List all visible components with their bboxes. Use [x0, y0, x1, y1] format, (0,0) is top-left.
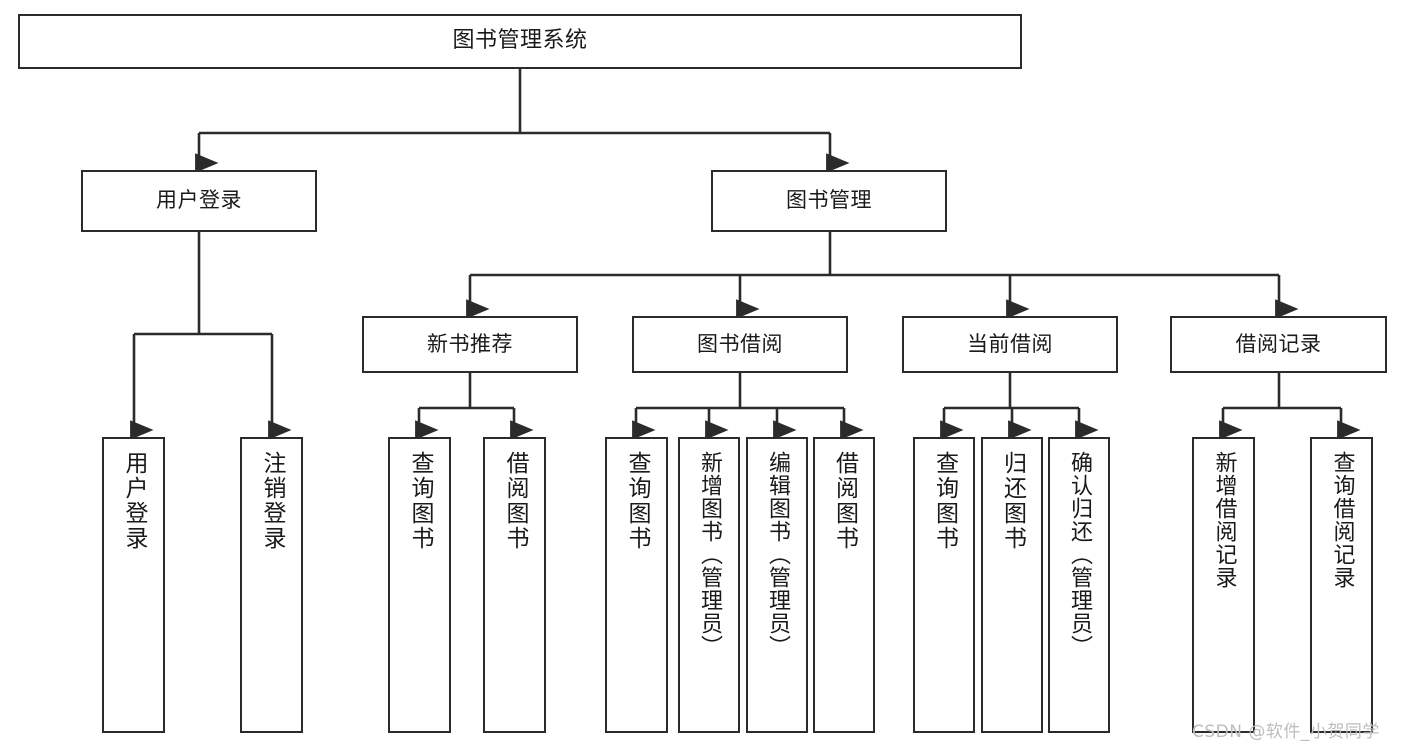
leaf-confirm-return-admin-label: 确认归还（管理员） [1067, 451, 1092, 658]
node-new-book-recommend-label: 新书推荐 [427, 331, 513, 356]
leaf-edit-book-admin-label: 编辑图书（管理员） [765, 451, 790, 658]
node-user-login[interactable]: 用户登录 [81, 170, 317, 232]
node-root[interactable]: 图书管理系统 [18, 14, 1022, 69]
leaf-add-borrow-record[interactable]: 新增借阅记录 [1192, 437, 1255, 733]
node-current-borrow[interactable]: 当前借阅 [902, 316, 1118, 373]
leaf-query-books-borrow-label: 查询图书 [624, 451, 650, 551]
leaf-user-login-label: 用户登录 [121, 451, 147, 551]
node-book-management-label: 图书管理 [786, 188, 872, 213]
leaf-query-books-borrow[interactable]: 查询图书 [605, 437, 668, 733]
node-user-login-label: 用户登录 [156, 188, 242, 213]
leaf-user-logout-label: 注销登录 [259, 451, 285, 551]
leaf-query-books-recommend[interactable]: 查询图书 [388, 437, 451, 733]
leaf-borrow-book[interactable]: 借阅图书 [813, 437, 875, 733]
watermark: CSDN @软件_小贺同学 [1192, 722, 1380, 742]
node-book-borrow-label: 图书借阅 [697, 331, 783, 356]
leaf-confirm-return-admin[interactable]: 确认归还（管理员） [1048, 437, 1110, 733]
node-new-book-recommend[interactable]: 新书推荐 [362, 316, 578, 373]
leaf-add-book-admin[interactable]: 新增图书（管理员） [678, 437, 740, 733]
node-book-borrow[interactable]: 图书借阅 [632, 316, 848, 373]
node-root-label: 图书管理系统 [452, 28, 588, 54]
leaf-return-book[interactable]: 归还图书 [981, 437, 1043, 733]
leaf-query-books-current-label: 查询图书 [931, 451, 958, 551]
leaf-user-logout[interactable]: 注销登录 [240, 437, 303, 733]
leaf-add-borrow-record-label: 新增借阅记录 [1211, 451, 1237, 589]
leaf-return-book-label: 归还图书 [999, 451, 1026, 551]
leaf-borrow-books-recommend[interactable]: 借阅图书 [483, 437, 546, 733]
leaf-borrow-book-label: 借阅图书 [831, 451, 858, 551]
leaf-user-login[interactable]: 用户登录 [102, 437, 165, 733]
leaf-query-borrow-record[interactable]: 查询借阅记录 [1310, 437, 1373, 733]
leaf-query-books-current[interactable]: 查询图书 [913, 437, 975, 733]
leaf-edit-book-admin[interactable]: 编辑图书（管理员） [746, 437, 808, 733]
node-borrow-record-label: 借阅记录 [1235, 331, 1322, 356]
leaf-query-books-recommend-label: 查询图书 [407, 451, 433, 551]
node-book-management[interactable]: 图书管理 [711, 170, 947, 232]
leaf-query-borrow-record-label: 查询借阅记录 [1329, 451, 1355, 589]
leaf-add-book-admin-label: 新增图书（管理员） [697, 451, 722, 658]
node-borrow-record[interactable]: 借阅记录 [1170, 316, 1387, 373]
leaf-borrow-books-recommend-label: 借阅图书 [502, 451, 528, 551]
node-current-borrow-label: 当前借阅 [967, 331, 1053, 356]
